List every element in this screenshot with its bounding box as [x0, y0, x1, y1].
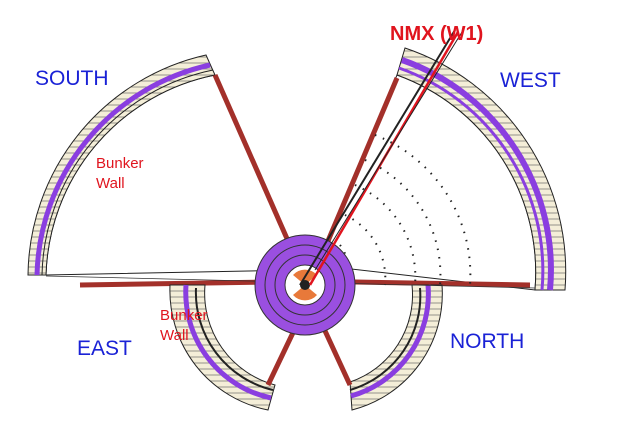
south-bunker-wall-base: [79, 279, 271, 288]
south-bunker-wall-radial: [212, 73, 295, 252]
west-bunker-wall-radial: [322, 77, 400, 249]
north-label: NORTH: [450, 330, 524, 353]
west-bunker-wall-base: [354, 279, 531, 288]
south-sector: [27, 54, 301, 288]
bunker-wall-label-2-line1: Bunker: [160, 307, 208, 324]
north-sector: [317, 284, 443, 411]
east-shield: [169, 284, 276, 411]
nmx-beamline: [299, 29, 463, 286]
west-label: WEST: [500, 69, 561, 92]
target-monolith: [254, 234, 356, 336]
nmx-beamline-label: NMX (W1): [390, 23, 483, 45]
bunker-wall-label-2-line2: Wall: [160, 327, 189, 344]
east-label: EAST: [77, 337, 132, 360]
south-shield-outer: [27, 54, 216, 276]
detector-dot-arcs: [339, 134, 472, 286]
south-label: SOUTH: [35, 67, 109, 90]
bunker-wall-label-1-line2: Wall: [96, 175, 125, 192]
west-sector: [315, 47, 567, 291]
bunker-wall-label-1-line1: Bunker: [96, 155, 144, 172]
